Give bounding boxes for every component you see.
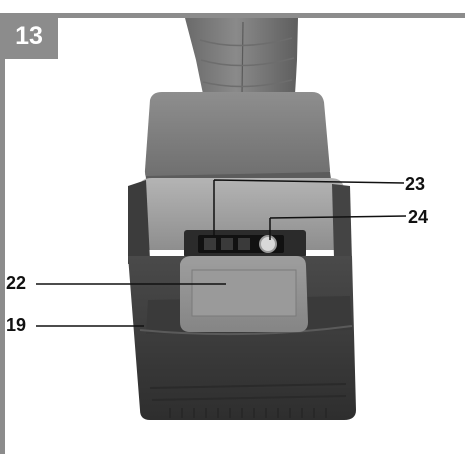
figure-number-badge: 13 [0,13,58,59]
charge-led-1 [204,238,216,250]
release-button-face [191,269,297,317]
charge-status-button [259,235,277,253]
callout-19-label: 19 [6,315,27,335]
battery-base-vents [169,408,327,418]
callout-23-label: 23 [405,174,426,194]
battery-left-shade [128,180,150,264]
charge-led-2 [221,238,233,250]
charge-led-3 [238,238,250,250]
handle-grip-ridges [199,37,295,88]
figure-frame-left [0,13,5,454]
leader-line-23 [213,179,405,236]
callout-22-label: 22 [6,273,27,293]
battery-lower-ridge [149,383,347,401]
tool-foot [144,92,330,186]
figure-frame-top [58,13,465,18]
callout-24-label: 24 [408,207,429,227]
battery-right-shade [332,184,352,262]
leader-line-24 [269,215,407,240]
battery-mid-seam [139,325,353,336]
